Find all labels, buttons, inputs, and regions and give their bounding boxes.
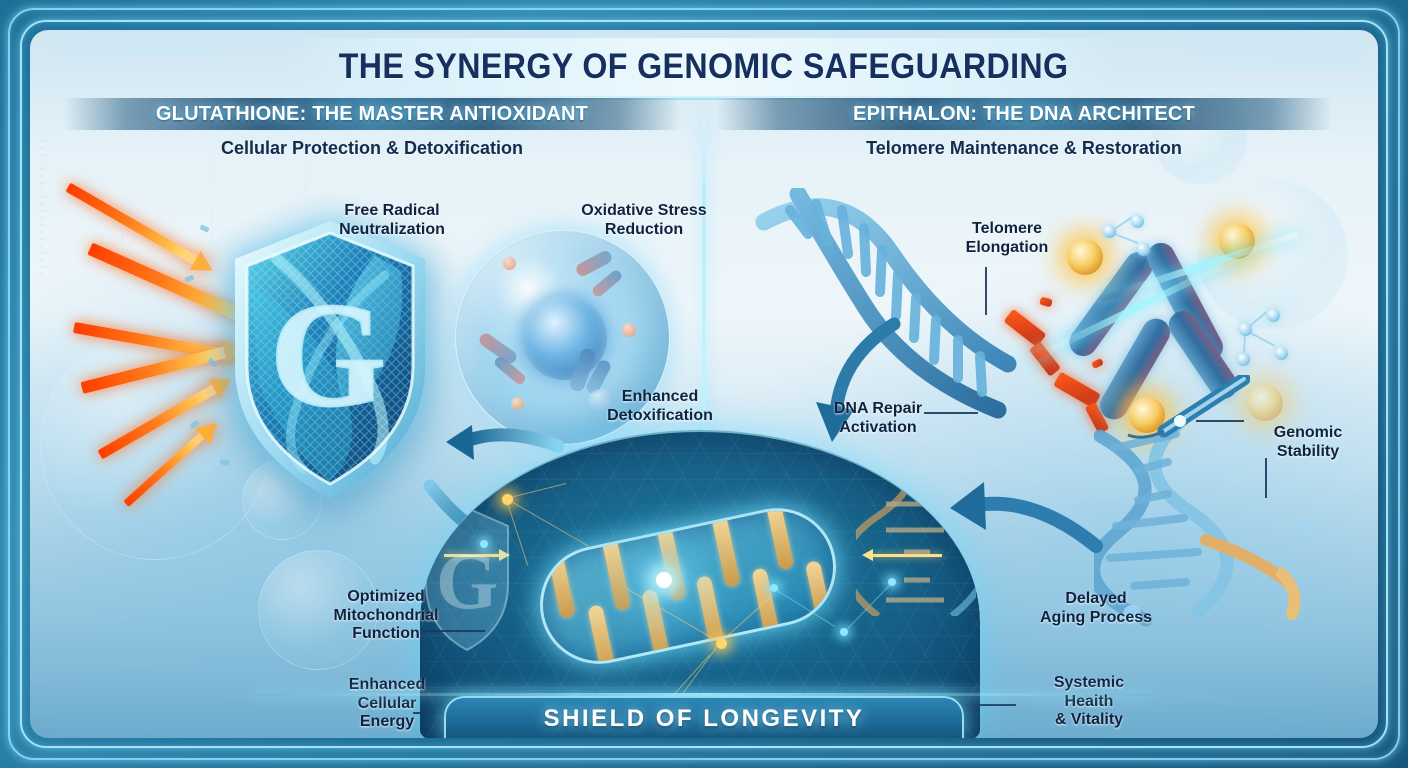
organelle — [622, 322, 637, 337]
bottom-banner: SHIELD OF LONGEVITY — [444, 696, 964, 738]
label-optimized-mitochondrial-function: Optimized Mitochondrial Function — [333, 588, 439, 643]
shield-emblem-letter: G — [270, 272, 387, 438]
molecule-icon — [1233, 309, 1297, 371]
left-panel-heading: GLUTATHIONE: THE MASTER ANTIOXIDANT — [155, 102, 589, 125]
organelle — [502, 256, 516, 270]
network-node — [770, 584, 778, 592]
label-dna-repair-activation: DNA Repair Activation — [833, 400, 923, 436]
label-enhanced-detoxification: Enhanced Detoxification — [607, 388, 713, 424]
leader-line — [985, 267, 987, 315]
svg-text:G: G — [436, 538, 498, 626]
organelle — [588, 388, 615, 411]
label-delayed-aging-process: Delayed Aging Process — [1039, 590, 1153, 626]
mitochondrion-body — [529, 497, 847, 675]
page-title: THE SYNERGY OF GENOMIC SAFEGUARDING — [339, 47, 1069, 86]
network-edge — [505, 483, 567, 499]
mitochondrion-icon: G — [420, 430, 980, 738]
label-free-radical-neutralization: Free Radical Neutralization — [339, 202, 445, 238]
right-panel-subheading: Telomere Maintenance & Restoration — [866, 138, 1182, 158]
energy-flow-arrow — [862, 549, 942, 561]
label-telomere-elongation: Telomere Elongation — [965, 220, 1049, 256]
cell-icon — [455, 230, 670, 445]
leader-line — [1265, 458, 1267, 498]
hud-tick-marks — [40, 140, 46, 280]
title-banner: THE SYNERGY OF GENOMIC SAFEGUARDING — [284, 38, 1124, 100]
label-oxidative-stress-reduction: Oxidative Stress Reduction — [581, 202, 707, 238]
label-systemic-health-vitality: Systemic Heaith & Vitality — [1053, 674, 1125, 729]
network-node — [888, 578, 896, 586]
organelle — [590, 268, 624, 299]
left-heading-band: GLUTATHIONE: THE MASTER ANTIOXIDANT — [64, 98, 680, 130]
telomere-cap — [1067, 239, 1103, 275]
label-genomic-stability: Genomic Stability — [1273, 424, 1343, 460]
poster-canvas: THE SYNERGY OF GENOMIC SAFEGUARDING GLUT… — [30, 30, 1378, 738]
hud-decoration-top-left — [48, 42, 308, 58]
right-panel-header: EPITHALON: THE DNA ARCHITECT Telomere Ma… — [716, 98, 1332, 159]
telomere-cap — [1247, 385, 1283, 421]
energy-flare — [656, 572, 672, 588]
leader-line — [423, 630, 485, 632]
leader-line — [964, 704, 1016, 706]
organelle — [574, 248, 615, 278]
banner-glow-line — [254, 693, 1154, 696]
organelle — [511, 397, 525, 411]
dna-helix-icon — [755, 188, 1017, 419]
hud-decoration-top-right — [1184, 42, 1364, 72]
left-panel-header: GLUTATHIONE: THE MASTER ANTIOXIDANT Cell… — [64, 98, 680, 159]
network-node — [480, 540, 488, 548]
network-node — [716, 638, 727, 649]
nucleus — [522, 294, 608, 381]
network-node — [502, 494, 513, 505]
repair-tool-icon — [1127, 375, 1250, 439]
bottom-banner-label: SHIELD OF LONGEVITY — [543, 705, 865, 732]
right-panel-heading: EPITHALON: THE DNA ARCHITECT — [853, 102, 1195, 125]
shield-icon: G — [225, 215, 435, 505]
leader-line — [924, 412, 978, 414]
right-heading-band: EPITHALON: THE DNA ARCHITECT — [716, 98, 1332, 130]
left-panel-subheading: Cellular Protection & Detoxification — [220, 138, 524, 158]
energy-flow-arrow — [444, 549, 510, 561]
shield-echo-icon: G — [425, 506, 509, 652]
leader-line — [1196, 420, 1244, 422]
label-enhanced-cellular-energy: Enhanced Cellular Energy — [348, 676, 426, 731]
chromosome-icon — [1025, 215, 1325, 435]
molecule-icon — [1101, 215, 1161, 265]
center-divider — [702, 116, 706, 690]
